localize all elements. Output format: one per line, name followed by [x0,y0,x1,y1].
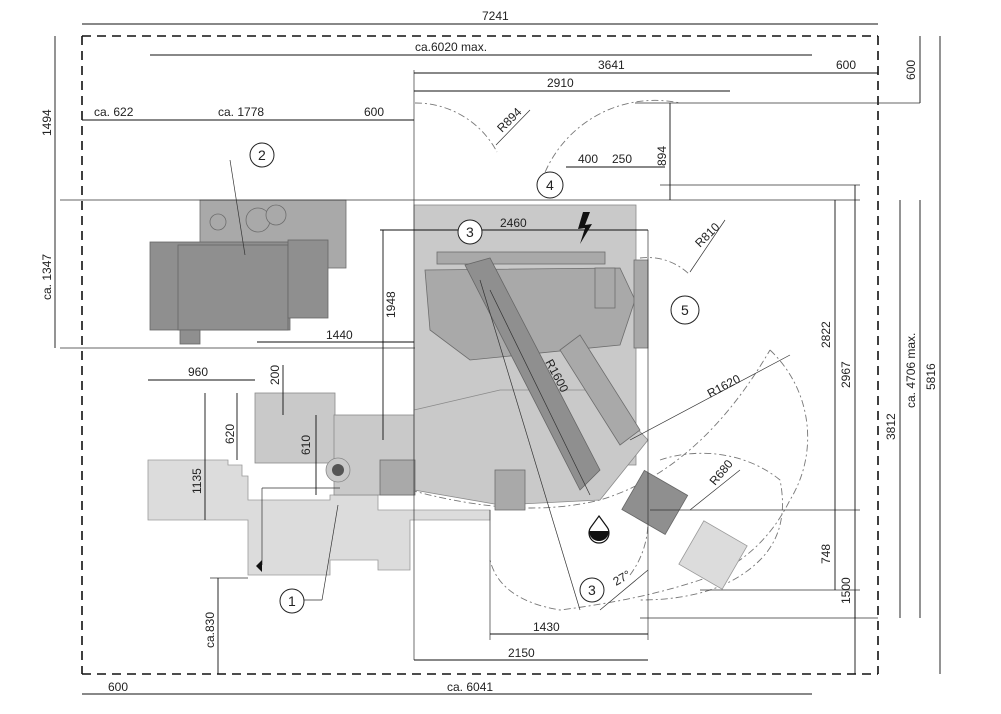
dim-right-1500: 1500 [839,577,853,604]
dim-right-2967: 2967 [839,361,853,388]
dim-894: 894 [655,146,669,166]
dim-gap-600: 600 [364,105,384,119]
callout-1: 1 [279,588,305,614]
dim-left-1494: 1494 [40,109,54,136]
dim-2910: 2910 [547,76,574,90]
machine-base [147,392,491,576]
dim-r680: R680 [707,457,736,488]
callout-2: 2 [249,142,275,168]
dim-620: 620 [223,424,237,444]
callout-4: 4 [536,171,564,199]
callout-4-label: 4 [546,177,554,193]
tool-arm [559,334,748,590]
dim-600-top: 600 [836,58,856,72]
callout-3-bottom: 3 [579,577,605,603]
dim-2150: 2150 [508,646,535,660]
callout-3-top: 3 [457,219,483,245]
dim-left-622: ca. 622 [94,105,134,119]
lightning-icon [578,212,592,244]
callout-2-label: 2 [258,147,266,163]
dim-right-600: 600 [904,60,918,80]
dim-960: 960 [188,365,208,379]
reference-lines [60,70,920,660]
dim-830: ca.830 [203,612,217,648]
dim-total-width: 7241 [482,9,509,23]
callout-5: 5 [670,295,700,325]
footprint-outline [81,35,879,675]
callout-3-top-label: 3 [466,224,474,240]
arrow-icon [256,560,262,572]
dim-bottom-600: 600 [108,680,128,694]
dim-200: 200 [268,365,282,385]
dim-3641: 3641 [598,58,625,72]
dim-max-length: ca.6020 max. [415,40,487,54]
dim-r1620: R1620 [705,372,743,401]
dim-right-4706: ca. 4706 max. [904,333,918,408]
hydraulic-unit [149,199,347,345]
dim-1430: 1430 [533,620,560,634]
dim-left-1778: ca. 1778 [218,105,264,119]
dim-right-3812: 3812 [884,413,898,440]
dim-right-2822: 2822 [819,321,833,348]
dim-bottom-6041: ca. 6041 [447,680,493,694]
dim-1440: 1440 [326,328,353,342]
dim-1135: 1135 [190,468,204,494]
dim-610: 610 [299,435,313,455]
callout-1-label: 1 [288,593,296,609]
dim-250: 250 [612,152,632,166]
callout-5-label: 5 [681,302,689,318]
dim-2460: 2460 [500,216,527,230]
dim-1948: 1948 [384,291,398,318]
dim-right-5816: 5816 [924,363,938,390]
dim-right-748: 748 [819,544,833,564]
dim-left-1347: ca. 1347 [40,254,54,300]
callout-3-bottom-label: 3 [588,582,596,598]
dim-400: 400 [578,152,598,166]
oil-drop-icon [588,514,610,544]
